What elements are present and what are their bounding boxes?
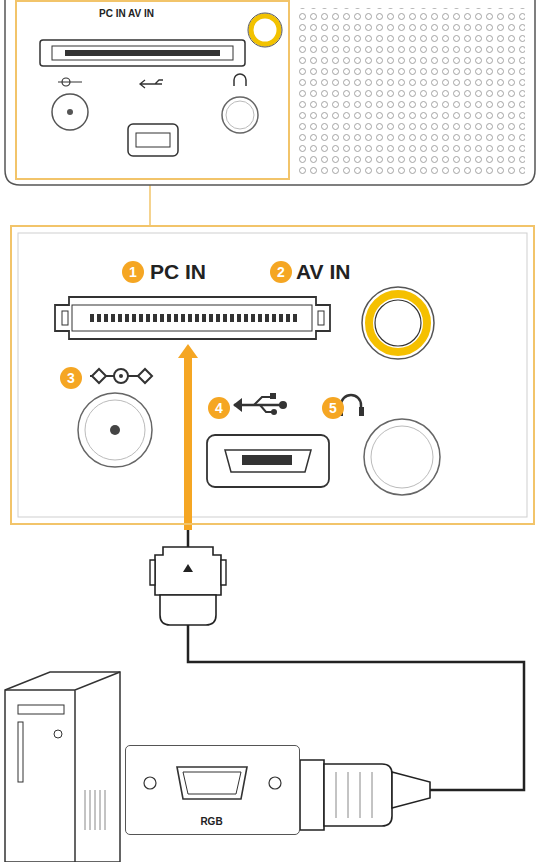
pin-stroke — [286, 314, 290, 322]
usb-port — [207, 393, 329, 487]
pin-stroke — [146, 314, 150, 322]
pin-stroke — [258, 314, 262, 322]
pin-stroke — [97, 314, 101, 322]
pin-stroke — [174, 314, 178, 322]
pin-stroke — [195, 314, 199, 322]
pin-stroke — [230, 314, 234, 322]
pin-stroke — [265, 314, 269, 322]
callout-number: 4 — [208, 397, 230, 419]
pin-stroke — [118, 314, 122, 322]
pin-stroke — [202, 314, 206, 322]
pin-stroke — [279, 314, 283, 322]
pin-stroke — [293, 314, 297, 322]
dc-in-jack — [78, 369, 152, 467]
port-label: PC IN — [150, 260, 206, 283]
speaker-grille — [295, 8, 525, 176]
port-pins — [90, 314, 297, 322]
port-label: PC IN AV IN — [99, 8, 154, 19]
panel-inner-frame — [18, 233, 527, 517]
vga-port — [144, 767, 281, 799]
pin-stroke — [188, 314, 192, 322]
callout-number: 3 — [60, 367, 82, 389]
pc-in-port — [55, 297, 330, 339]
vga-cable — [188, 525, 524, 790]
callout-number: 2 — [270, 261, 292, 283]
pin-stroke — [90, 314, 94, 322]
pc-tower — [5, 672, 120, 862]
pin-stroke — [139, 314, 143, 322]
pin-stroke — [125, 314, 129, 322]
callout-number: 1 — [122, 261, 144, 283]
callout-number: 5 — [322, 397, 344, 419]
pin-stroke — [223, 314, 227, 322]
port-label: AV IN — [296, 260, 350, 283]
pin-stroke — [244, 314, 248, 322]
rgb-port-plate: RGB — [125, 745, 300, 835]
projector-body — [5, 0, 535, 185]
pin-stroke — [209, 314, 213, 322]
pin-stroke — [237, 314, 241, 322]
pin-stroke — [111, 314, 115, 322]
port-panel-zoom: 1 PC IN 2AV IN 3 4 5 — [10, 225, 535, 525]
connection-arrow — [178, 344, 198, 530]
pin-stroke — [272, 314, 276, 322]
port-panel-inset: PC IN AV IN — [15, 0, 290, 180]
small-port-panel — [40, 13, 282, 156]
pin-stroke — [160, 314, 164, 322]
pin-stroke — [132, 314, 136, 322]
pin-stroke — [251, 314, 255, 322]
headphone-jack — [338, 395, 440, 495]
av-in-jack — [362, 287, 434, 359]
pin-stroke — [153, 314, 157, 322]
pin-stroke — [216, 314, 220, 322]
zoom-leader — [149, 180, 151, 225]
pin-stroke — [167, 314, 171, 322]
port-label: RGB — [200, 816, 222, 827]
pin-stroke — [181, 314, 185, 322]
vga-plug — [300, 760, 430, 830]
pin-stroke — [104, 314, 108, 322]
pc-in-plug — [150, 547, 226, 625]
